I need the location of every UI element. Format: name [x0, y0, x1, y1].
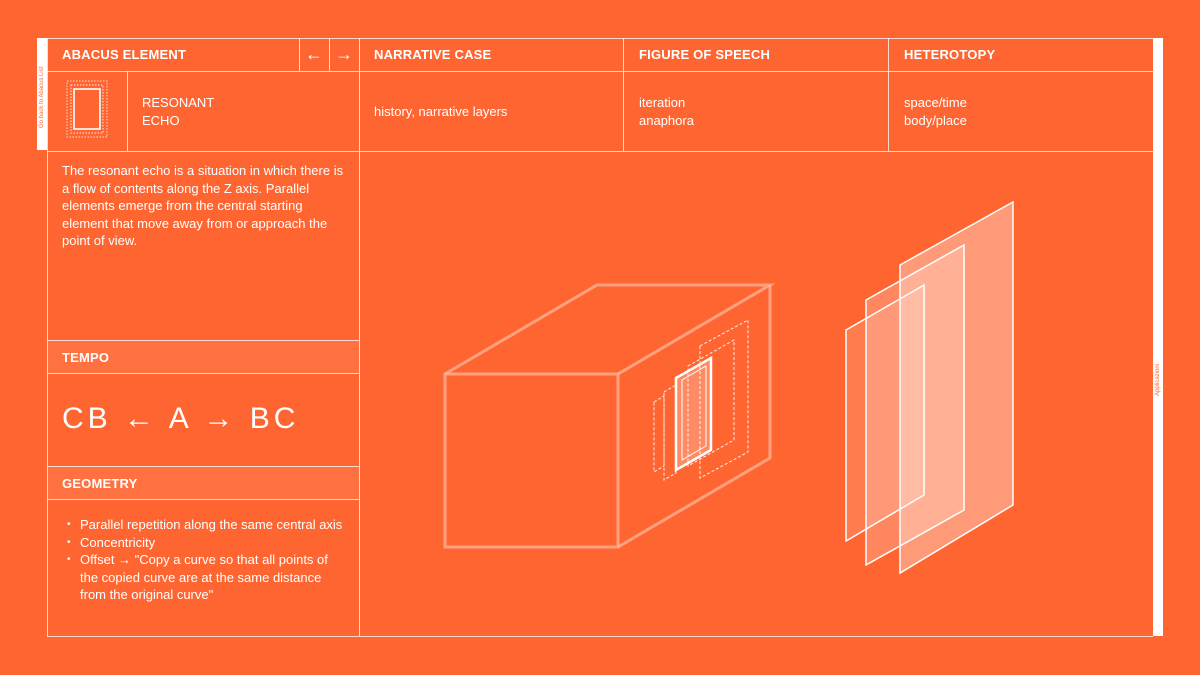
- grid-line: [47, 636, 1153, 637]
- figure-of-speech-value-2: anaphora: [639, 113, 694, 128]
- geometry-item: Concentricity: [62, 534, 347, 552]
- geometry-title: GEOMETRY: [62, 476, 138, 491]
- tempo-title: TEMPO: [62, 350, 110, 365]
- grid-line: [47, 373, 359, 374]
- grid-line: [47, 38, 48, 636]
- resonant-echo-thumbnail-icon: [66, 80, 108, 138]
- right-sidebar-label: Applicazioni: [1155, 363, 1161, 396]
- tempo-sequence: CB ← A → BC: [62, 402, 300, 435]
- box-diagram: [443, 283, 776, 549]
- narrative-case-title: NARRATIVE CASE: [374, 47, 492, 62]
- geometry-list: Parallel repetition along the same centr…: [62, 516, 347, 604]
- element-name-line1: RESONANT: [142, 95, 215, 110]
- grid-line: [888, 38, 889, 151]
- grid-line: [299, 38, 300, 71]
- grid-line: [47, 466, 359, 467]
- tempo-header-band: [47, 340, 359, 373]
- right-sidebar[interactable]: Applicazioni: [1153, 38, 1163, 636]
- geometry-header-band: [47, 466, 359, 499]
- abacus-element-title: ABACUS ELEMENT: [62, 47, 187, 62]
- grid-line: [329, 38, 330, 71]
- arrow-left-icon: ←: [305, 44, 323, 64]
- element-description: The resonant echo is a situation in whic…: [62, 163, 344, 248]
- prev-button[interactable]: ←: [299, 38, 329, 71]
- grid-line: [47, 340, 359, 341]
- grid-line: [47, 499, 359, 500]
- back-to-list-label: Go back to Abacus List: [39, 66, 45, 128]
- grid-line: [359, 38, 360, 636]
- heterotopy-title: HETEROTOPY: [904, 47, 996, 62]
- grid-line: [47, 71, 1153, 72]
- heterotopy-value-1: space/time: [904, 95, 967, 110]
- grid-line: [47, 151, 1153, 152]
- element-name-line2: ECHO: [142, 113, 180, 128]
- grid-line: [127, 71, 128, 151]
- geometry-item: Offset → "Copy a curve so that all point…: [62, 551, 347, 604]
- heterotopy-value-2: body/place: [904, 113, 967, 128]
- back-to-list-link[interactable]: Go back to Abacus List: [37, 38, 47, 150]
- figure-of-speech-title: FIGURE OF SPEECH: [639, 47, 771, 62]
- figure-of-speech-value-1: iteration: [639, 95, 686, 110]
- narrative-case-value: history, narrative layers: [374, 104, 508, 119]
- arrow-right-icon: →: [335, 44, 353, 64]
- parallel-planes-diagram: [845, 200, 1014, 575]
- grid-line: [623, 38, 624, 151]
- geometry-item: Parallel repetition along the same centr…: [62, 516, 347, 534]
- next-button[interactable]: →: [329, 38, 359, 71]
- grid-line: [47, 38, 1153, 39]
